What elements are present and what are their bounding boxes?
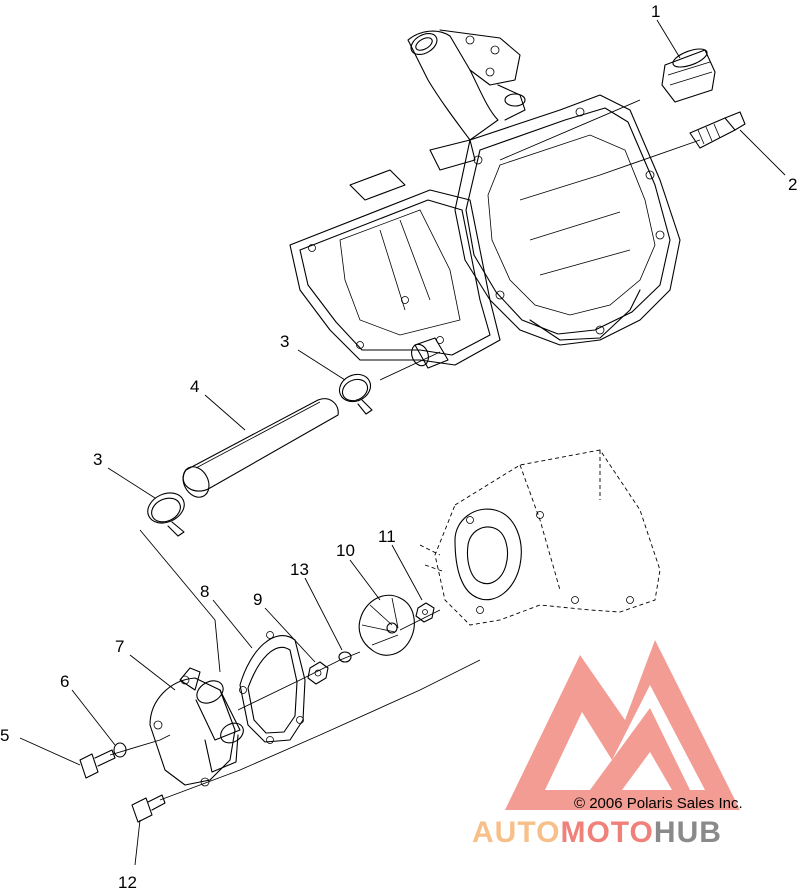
callout-8: 8 — [200, 582, 209, 601]
watermark-hub: HUB — [654, 816, 722, 849]
part-5-bolt — [79, 749, 116, 779]
assembly-axes — [109, 99, 701, 801]
callout-4: 4 — [190, 377, 199, 396]
watermark-logo — [505, 640, 740, 810]
part-6-washer — [113, 742, 127, 758]
crankcase — [419, 449, 661, 626]
callout-12: 12 — [118, 873, 137, 892]
part-13-washer — [338, 651, 352, 663]
watermark-moto: MOTO — [560, 816, 653, 849]
callout-2: 2 — [788, 175, 797, 194]
part-9-nut — [307, 661, 329, 685]
callout-7: 7 — [115, 637, 124, 656]
part-1-cap — [661, 48, 716, 103]
part-4-hose — [182, 398, 339, 498]
part-3-clamp-lower — [147, 492, 185, 537]
callout-leaders — [19, 19, 786, 866]
part-7-pump-cover — [149, 667, 244, 787]
part-8-gasket — [239, 631, 306, 744]
callout-3-lower: 3 — [93, 450, 102, 469]
part-2-sensor — [689, 111, 746, 149]
cylinder-head-assembly — [289, 29, 681, 369]
watermark-text: AUTOMOTOHUB — [472, 816, 722, 849]
watermark-auto: AUTO — [472, 816, 560, 849]
callout-13: 13 — [290, 560, 309, 579]
callout-3-upper: 3 — [280, 332, 289, 351]
logo-triangle-center — [622, 752, 672, 790]
callout-6: 6 — [60, 672, 69, 691]
callout-10: 10 — [336, 541, 355, 560]
part-11-nut — [415, 602, 435, 623]
part-10-impeller — [358, 594, 415, 656]
part-3-clamp-upper — [338, 373, 373, 415]
logo-triangle-core — [590, 708, 690, 790]
callout-1: 1 — [651, 2, 660, 21]
part-12-bolt — [131, 794, 166, 823]
callout-5: 5 — [0, 726, 9, 745]
callout-11: 11 — [378, 527, 396, 546]
callout-9: 9 — [253, 590, 262, 609]
copyright-text: © 2006 Polaris Sales Inc. — [574, 795, 743, 812]
